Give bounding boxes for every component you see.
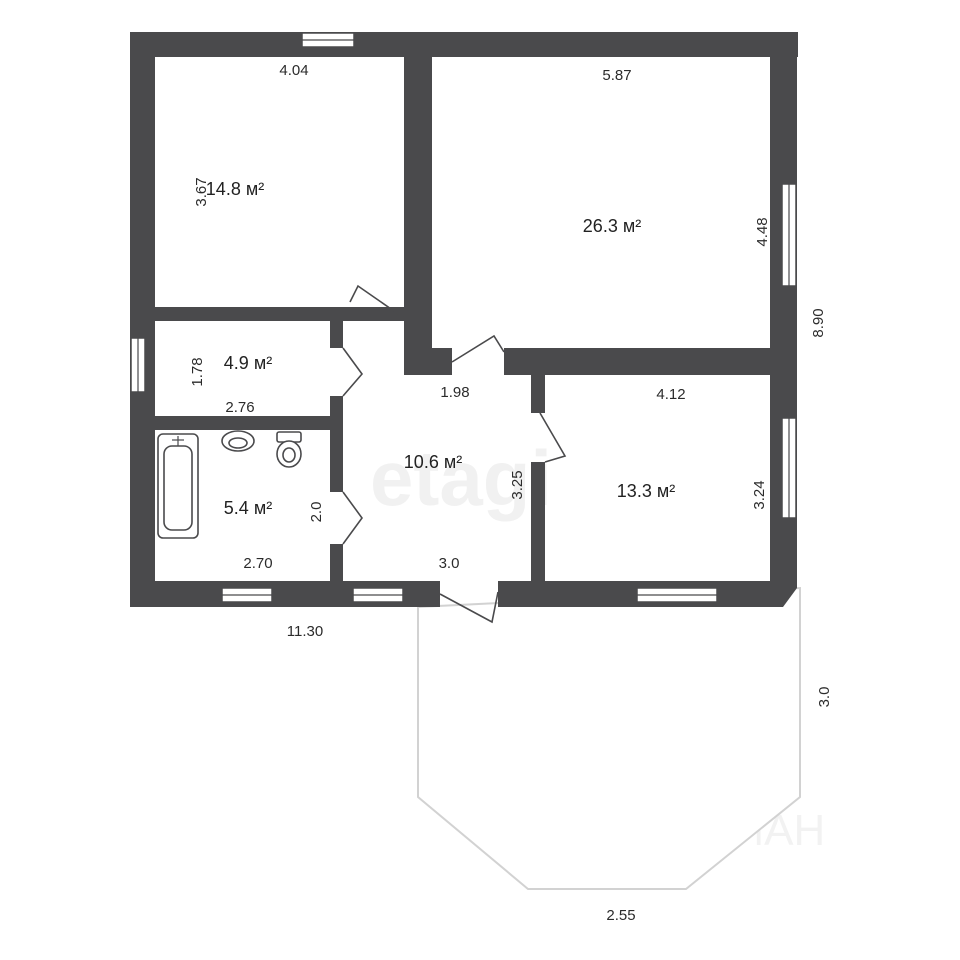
dimension-label: 1.98 xyxy=(440,384,469,401)
window-bottom-bath xyxy=(221,587,273,603)
room-area-label: 5.4 м² xyxy=(224,498,272,518)
dimension-label: 3.25 xyxy=(509,470,526,499)
sink-icon xyxy=(221,430,255,452)
window-bottom-room xyxy=(636,587,718,603)
door-room-c xyxy=(342,347,364,397)
door-room-d xyxy=(342,491,363,545)
dimension-label: 4.48 xyxy=(754,217,771,246)
dimension-label: 2.70 xyxy=(243,555,272,572)
terrace-width-label: 2.55 xyxy=(606,907,635,924)
door-room-f xyxy=(539,412,567,463)
etagi-watermark: etagi xyxy=(370,434,552,522)
dimension-label: 2.0 xyxy=(308,502,325,523)
dimension-label: 4.12 xyxy=(656,386,685,403)
dimension-label: 5.87 xyxy=(602,67,631,84)
overall-width-label: 11.30 xyxy=(287,623,323,640)
room-area-label: 10.6 м² xyxy=(404,452,462,472)
terrace-outline xyxy=(417,586,801,890)
window-right-upper xyxy=(781,183,797,287)
bathtub-icon xyxy=(157,433,199,539)
door-room-b xyxy=(451,334,505,363)
room-area-label: 14.8 м² xyxy=(206,179,264,199)
window-top xyxy=(301,32,355,48)
dimension-label: 2.76 xyxy=(225,399,254,416)
dimension-label: 3.0 xyxy=(439,555,460,572)
room-area-label: 4.9 м² xyxy=(224,353,272,373)
interior-walls xyxy=(130,32,797,607)
room-area-label: 26.3 м² xyxy=(583,216,641,236)
dimension-label: 1.78 xyxy=(189,357,206,386)
door-room-a xyxy=(349,284,405,319)
window-left xyxy=(130,337,146,393)
room-area-label: 13.3 м² xyxy=(617,481,675,501)
overall-depth-label: 8.90 xyxy=(810,308,827,337)
window-right-lower xyxy=(781,417,797,519)
entrance-door xyxy=(439,591,499,624)
toilet-icon xyxy=(276,431,302,468)
window-bottom-hall xyxy=(352,587,404,603)
terrace-depth-label: 3.0 xyxy=(816,687,833,708)
dimension-label: 3.24 xyxy=(751,480,768,509)
dimension-label: 4.04 xyxy=(279,62,308,79)
dimension-label: 3.67 xyxy=(193,177,210,206)
